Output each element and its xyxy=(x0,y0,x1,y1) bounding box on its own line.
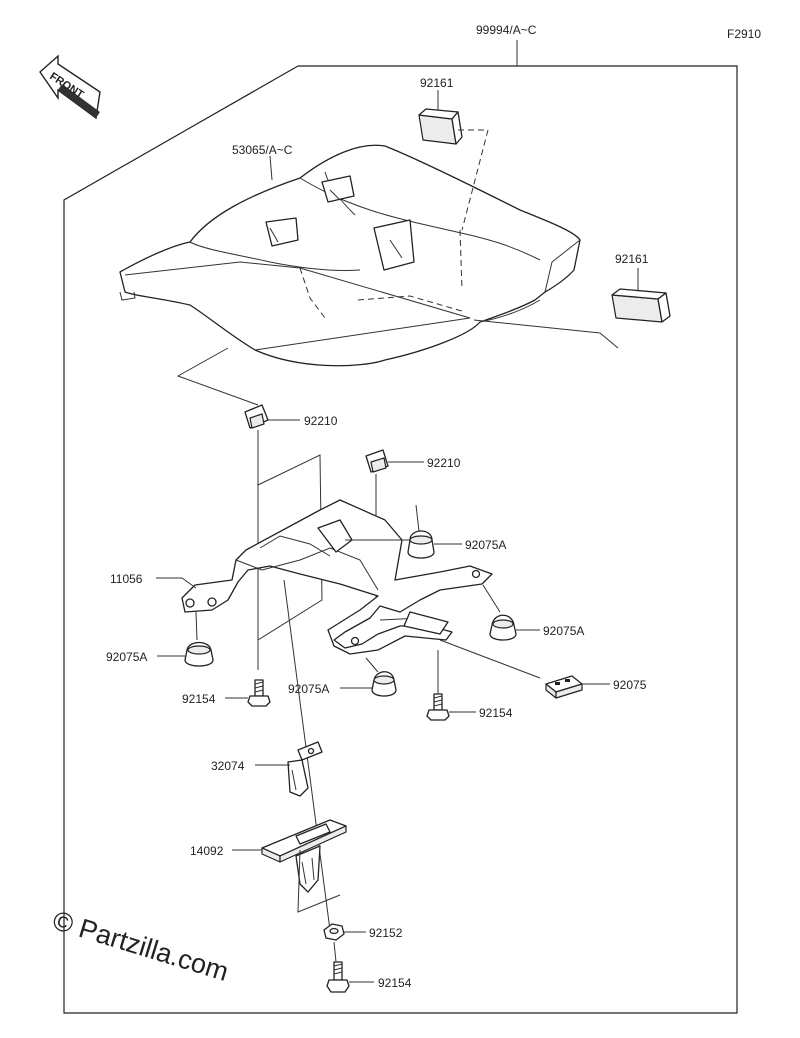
assembly-frame xyxy=(63,65,738,1014)
seat-bracket xyxy=(181,499,493,655)
callout-bolt-left: 92154 xyxy=(182,692,216,706)
bolt-right xyxy=(426,693,450,721)
callout-rubber-block: 92075 xyxy=(613,678,647,692)
damper-upper xyxy=(407,530,435,559)
callout-stay: 32074 xyxy=(211,759,245,773)
pad-top xyxy=(418,108,463,145)
damper-front xyxy=(371,671,397,697)
callout-damper-right: 92075A xyxy=(543,624,584,638)
callout-bracket: 11056 xyxy=(110,572,143,586)
callout-seat-cover: 53065/A~C xyxy=(232,143,293,157)
front-arrow-icon: FRONT xyxy=(39,54,101,120)
pad-right xyxy=(611,288,671,323)
nut xyxy=(323,923,345,941)
callout-pad-top: 92161 xyxy=(420,76,454,90)
damper-left xyxy=(184,641,214,667)
callout-nut: 92152 xyxy=(369,926,403,940)
bolt-bottom xyxy=(326,961,350,993)
stay xyxy=(287,741,323,797)
callout-bolt-right: 92154 xyxy=(479,706,513,720)
callout-pad-right: 92161 xyxy=(615,252,649,266)
bolt-left xyxy=(247,679,271,707)
callout-damper-left: 92075A xyxy=(106,650,147,664)
callout-bolt-bottom: 92154 xyxy=(378,976,412,990)
figure-code: F2910 xyxy=(727,27,761,41)
clip-right xyxy=(365,449,389,473)
callout-clip-right: 92210 xyxy=(427,456,461,470)
clip-left xyxy=(244,404,269,429)
callout-damper-upper: 92075A xyxy=(465,538,506,552)
seat-cover xyxy=(119,144,581,367)
damper-right xyxy=(489,614,517,641)
callout-clip-left: 92210 xyxy=(304,414,338,428)
callout-assembly: 99994/A~C xyxy=(476,23,537,37)
rubber-block xyxy=(545,675,583,699)
callout-damper-front: 92075A xyxy=(288,682,329,696)
lock-bracket xyxy=(261,819,347,893)
callout-lock-bracket: 14092 xyxy=(190,844,224,858)
